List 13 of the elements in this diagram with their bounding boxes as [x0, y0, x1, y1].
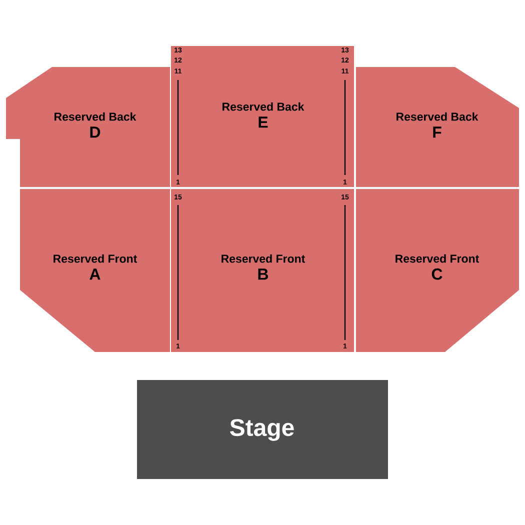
node-label: Reserved Front	[54, 254, 138, 263]
seating-section: Reserved Back F	[356, 67, 519, 187]
node-label: B	[258, 268, 268, 280]
seating-section: Reserved Front C	[356, 189, 519, 352]
node-label: Reserved Back	[54, 112, 136, 121]
node-label: Reserved Back	[222, 102, 304, 111]
seating-section: Reserved Front A	[20, 189, 170, 352]
seating-section: Reserved Back D	[6, 67, 170, 187]
node-label: E	[258, 116, 268, 128]
node-label: D	[90, 126, 100, 138]
node-label: Reserved Front	[222, 254, 306, 263]
node-label: A	[90, 268, 100, 280]
stage-block: Stage	[137, 380, 388, 479]
